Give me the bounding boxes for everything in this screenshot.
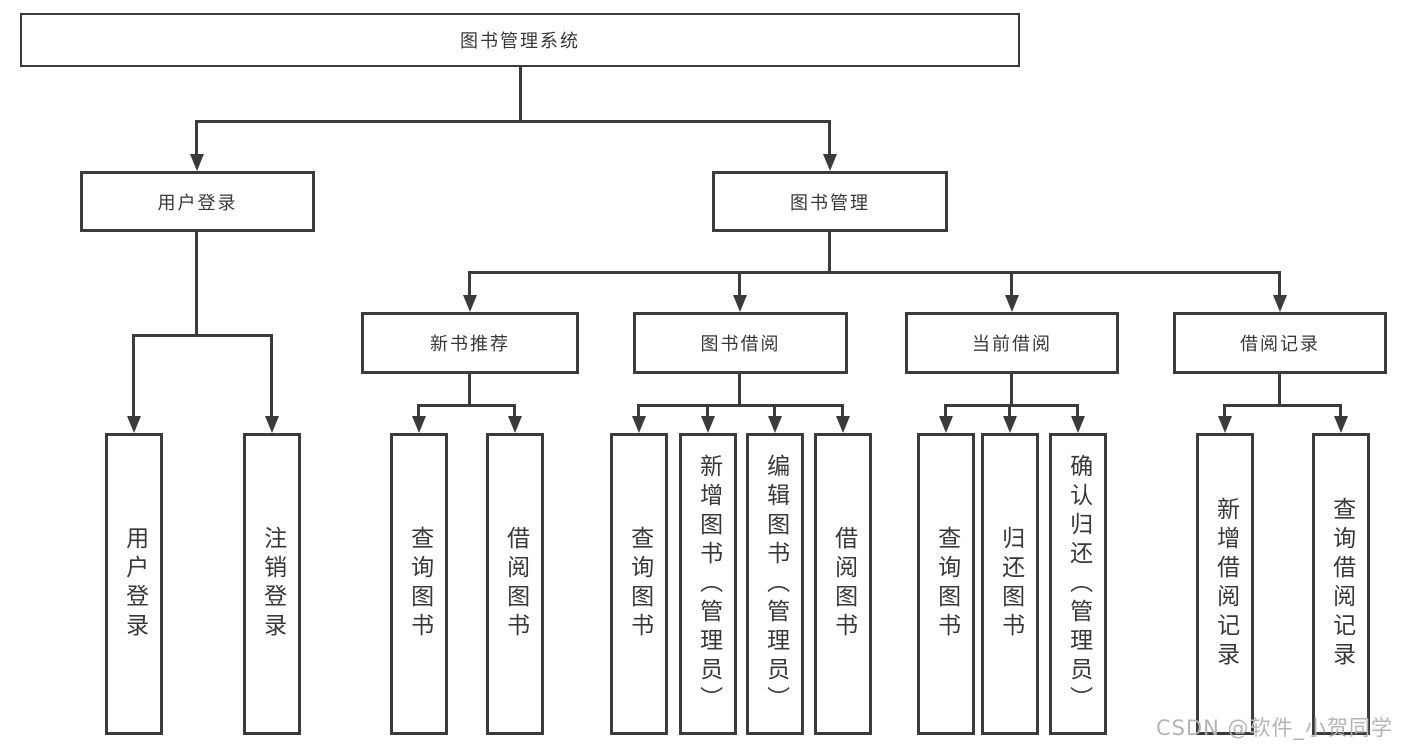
leaf-label: 借阅图书	[502, 526, 529, 642]
arrow-down-icon	[1273, 295, 1287, 312]
connector-line-v	[637, 404, 640, 418]
connector-line-v	[706, 404, 709, 418]
leaf-logout: 注销登录	[243, 433, 301, 735]
arrow-down-icon	[1071, 416, 1085, 433]
connector-line-v	[944, 404, 947, 418]
connector-line-v	[195, 120, 198, 158]
leaf-add-books-admin: 新增图书（管理员）	[679, 433, 737, 735]
node-user-login: 用户登录	[80, 171, 315, 232]
leaf-label: 查询图书	[406, 526, 433, 642]
connector-line-v	[1223, 404, 1226, 418]
leaf-label: 查询图书	[933, 526, 960, 642]
connector-line-h	[944, 404, 1079, 407]
connector-line-v	[1076, 404, 1079, 418]
connector-line-h	[417, 404, 516, 407]
leaf-user-login: 用户登录	[105, 433, 163, 735]
leaf-add-borrow-record: 新增借阅记录	[1196, 433, 1254, 735]
leaf-return-books: 归还图书	[981, 433, 1039, 735]
node-library-system: 图书管理系统	[20, 13, 1020, 67]
node-borrow-records: 借阅记录	[1173, 312, 1387, 374]
arrow-down-icon	[632, 416, 646, 433]
leaf-confirm-return-admin: 确认归还（管理员）	[1049, 433, 1107, 735]
connector-line-h	[1223, 404, 1342, 407]
connector-line-v	[738, 271, 741, 297]
leaf-label: 编辑图书（管理员）	[762, 453, 789, 715]
connector-line-v	[1339, 404, 1342, 418]
connector-line-h	[132, 334, 273, 337]
arrow-down-icon	[701, 416, 715, 433]
connector-line-v	[1010, 271, 1013, 297]
leaf-label: 确认归还（管理员）	[1065, 453, 1092, 715]
arrow-down-icon	[508, 416, 522, 433]
leaf-label: 借阅图书	[830, 526, 857, 642]
arrow-down-icon	[1334, 416, 1348, 433]
arrow-down-icon	[939, 416, 953, 433]
leaf-label: 查询借阅记录	[1328, 497, 1355, 671]
connector-line-v	[195, 232, 198, 336]
csdn-watermark: CSDN @软件_小贺同学	[1156, 716, 1394, 740]
connector-line-v	[773, 404, 776, 418]
leaf-query-books-borrow: 查询图书	[610, 433, 668, 735]
connector-line-h	[196, 120, 830, 123]
leaf-query-books-recommend: 查询图书	[390, 433, 448, 735]
connector-line-v	[132, 334, 135, 417]
leaf-label: 用户登录	[121, 526, 148, 642]
connector-line-v	[1278, 271, 1281, 297]
arrow-down-icon	[412, 416, 426, 433]
arrow-down-icon	[768, 416, 782, 433]
leaf-label: 查询图书	[626, 526, 653, 642]
leaf-query-books-current: 查询图书	[917, 433, 975, 735]
connector-line-v	[468, 271, 471, 297]
connector-line-v	[1278, 374, 1281, 406]
connector-line-v	[270, 334, 273, 417]
arrow-down-icon	[190, 154, 204, 171]
connector-line-v	[468, 374, 471, 406]
connector-line-h	[468, 271, 1281, 274]
connector-line-v	[1008, 404, 1011, 418]
arrow-down-icon	[836, 416, 850, 433]
leaf-label: 新增图书（管理员）	[695, 453, 722, 715]
leaf-label: 注销登录	[259, 526, 286, 642]
node-current-borrow: 当前借阅	[905, 312, 1119, 374]
leaf-label: 新增借阅记录	[1212, 497, 1239, 671]
connector-line-v	[1010, 374, 1013, 406]
leaf-borrow-books: 借阅图书	[814, 433, 872, 735]
connector-line-v	[738, 374, 741, 406]
connector-line-v	[417, 404, 420, 418]
connector-line-v	[513, 404, 516, 418]
connector-line-v	[519, 67, 522, 122]
arrow-down-icon	[1003, 416, 1017, 433]
arrow-down-icon	[1005, 295, 1019, 312]
connector-line-v	[841, 404, 844, 418]
leaf-label: 归还图书	[997, 526, 1024, 642]
arrow-down-icon	[463, 295, 477, 312]
leaf-query-borrow-record: 查询借阅记录	[1312, 433, 1370, 735]
leaf-edit-books-admin: 编辑图书（管理员）	[746, 433, 804, 735]
arrow-down-icon	[733, 295, 747, 312]
connector-line-v	[828, 120, 831, 158]
leaf-borrow-books-recommend: 借阅图书	[486, 433, 544, 735]
arrow-down-icon	[1218, 416, 1232, 433]
arrow-down-icon	[127, 416, 141, 433]
arrow-down-icon	[265, 416, 279, 433]
arrow-down-icon	[823, 154, 837, 171]
connector-line-v	[828, 232, 831, 273]
node-book-borrow: 图书借阅	[633, 312, 848, 374]
node-new-book-recommend: 新书推荐	[361, 312, 579, 374]
connector-line-h	[637, 404, 844, 407]
node-book-management: 图书管理	[712, 171, 948, 232]
